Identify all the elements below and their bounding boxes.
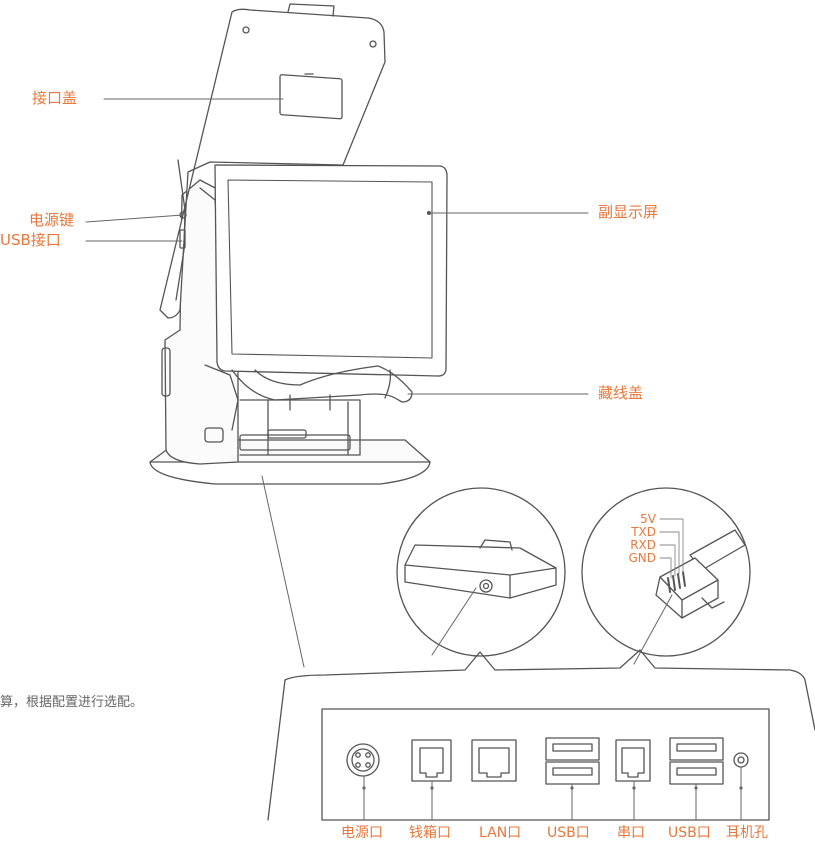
port-label-usb-2: USB口 (668, 825, 711, 841)
port-label-cash-drawer: 钱箱口 (409, 825, 451, 841)
pin-txd: TXD (631, 525, 656, 539)
main-screen-back (160, 4, 385, 318)
pin-gnd: GND (628, 551, 656, 565)
secondary-screen (215, 165, 447, 376)
leader-lines (86, 99, 588, 667)
config-note: 算，根据配置进行选配。 (0, 695, 144, 710)
port-label-power: 电源口 (341, 825, 383, 841)
label-usb-interface: USB接口 (0, 231, 61, 249)
port-label-usb-1: USB口 (547, 825, 590, 841)
rear-panel (268, 650, 815, 820)
port-label-lan: LAN口 (479, 825, 522, 841)
port-label-serial: 串口 (617, 825, 645, 841)
zoom-cash-drawer (397, 488, 565, 656)
label-secondary-screen: 副显示屏 (598, 203, 659, 221)
port-label-earphone: 耳机孔 (726, 825, 768, 841)
label-interface-cover: 接口盖 (32, 89, 78, 107)
label-power-key: 电源键 (29, 211, 75, 229)
label-cable-cover: 藏线盖 (598, 384, 644, 402)
pin-5v: 5V (640, 512, 656, 526)
cable-cover (232, 366, 412, 402)
pin-rxd: RXD (630, 538, 656, 552)
zoom-serial (582, 488, 750, 664)
